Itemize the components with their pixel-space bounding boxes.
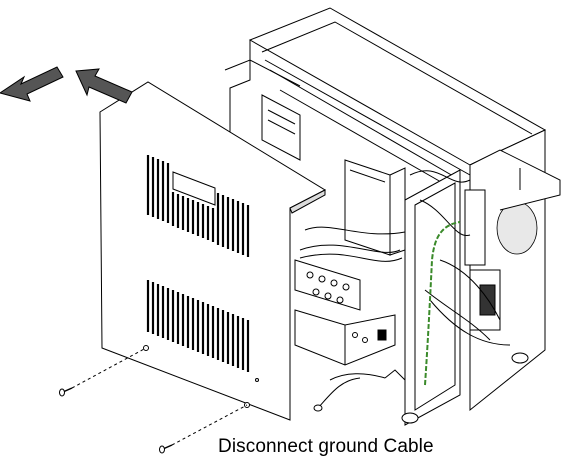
panel-window — [172, 171, 216, 206]
lower-vent — [146, 280, 250, 372]
screw-icon — [59, 387, 73, 397]
side-panel — [99, 81, 327, 421]
figure-caption: Disconnect ground Cable — [218, 436, 434, 457]
screw-icon — [159, 444, 173, 454]
remove-direction-arrow-icon — [0, 66, 133, 104]
front-frame — [404, 169, 461, 426]
upper-vent — [146, 155, 250, 257]
cabinet-unit — [224, 7, 561, 426]
ground-wire-icon — [424, 221, 461, 386]
ground-cable — [317, 377, 361, 409]
screws — [59, 347, 248, 454]
rear-vent — [496, 201, 538, 255]
